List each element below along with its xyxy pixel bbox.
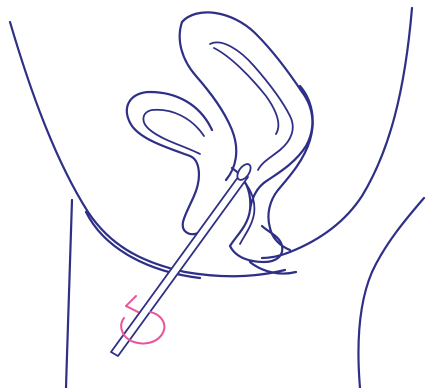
body-front-outline xyxy=(262,8,412,258)
swab-tip xyxy=(235,162,254,182)
pubic-outline xyxy=(250,262,296,274)
left-thigh-outline xyxy=(66,200,72,388)
bladder-inner-outline xyxy=(143,110,204,154)
swab-stick xyxy=(111,173,248,356)
right-leg-outline xyxy=(359,198,425,388)
uterus-outline xyxy=(182,12,312,210)
uterine-cavity xyxy=(214,48,278,134)
